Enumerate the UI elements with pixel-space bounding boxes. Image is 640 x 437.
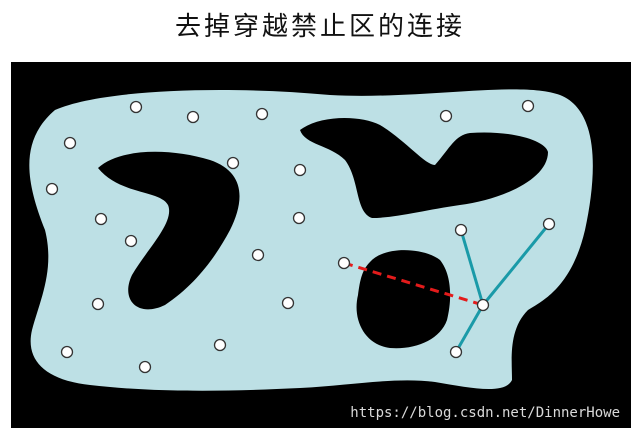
obstacle-left [98,151,240,310]
sample-node [226,156,240,170]
sample-node [337,256,351,270]
sample-node [91,297,105,311]
sample-node [476,298,490,312]
obstacle-upper-right [300,118,548,218]
sample-node [186,110,200,124]
diagram-title: 去掉穿越禁止区的连接 [174,12,465,42]
sample-node [281,296,295,310]
sample-node [45,182,59,196]
valid-edge [454,304,485,353]
sample-nodes [45,99,556,374]
sample-node [449,345,463,359]
sample-node [63,136,77,150]
valid-edge [481,223,551,306]
obstacle-center [356,250,451,349]
sample-node [439,109,453,123]
sample-node [213,338,227,352]
sample-node [138,360,152,374]
valid-edge [459,229,485,306]
sample-node [521,99,535,113]
sample-node [251,248,265,262]
sample-node [124,234,138,248]
sample-node [542,217,556,231]
sample-node [293,163,307,177]
sample-node [292,211,306,225]
sample-node [454,223,468,237]
sample-node [60,345,74,359]
sample-node [94,212,108,226]
sample-node [129,100,143,114]
removed-collision-edge [343,261,484,307]
configuration-space-diagram: https://blog.csdn.net/DinnerHowe [11,62,631,428]
watermark: https://blog.csdn.net/DinnerHowe [350,405,620,421]
sample-node [255,107,269,121]
